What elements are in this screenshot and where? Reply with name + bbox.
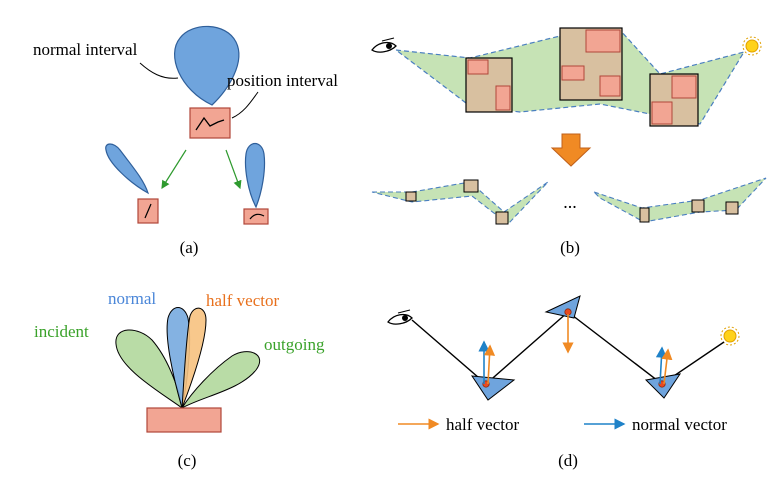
- caption-b: (b): [560, 238, 580, 257]
- label-incident: incident: [34, 322, 89, 341]
- split-bbox: [639, 207, 650, 223]
- incident-lobe: [115, 329, 183, 410]
- bbox-1: [465, 57, 513, 113]
- half-vector-lobe: [181, 307, 207, 409]
- split-bbox: [495, 211, 509, 225]
- outgoing-lobe: [180, 351, 261, 410]
- child-lobe-right: [244, 142, 266, 209]
- position-interval-curve: [195, 116, 225, 131]
- panel-b: ... (b): [371, 27, 767, 257]
- split-arrow-right: [225, 149, 242, 190]
- split-path-right: [593, 177, 767, 223]
- position-leader-line: [231, 91, 259, 119]
- down-arrow-icon: [550, 133, 592, 167]
- position-interval-rect: [189, 107, 231, 139]
- normal-interval-lobe: [174, 25, 240, 106]
- triangle-vertex-1: [471, 375, 516, 401]
- caption-d: (d): [558, 451, 578, 470]
- child-rect-right: [243, 208, 269, 225]
- legend-half-label: half vector: [446, 415, 519, 434]
- label-normal-interval: normal interval: [33, 40, 138, 59]
- child-curve-left: [144, 203, 152, 219]
- half-vector-arrow: [483, 344, 496, 385]
- eye-icon: [387, 309, 413, 325]
- split-arrow-left: [161, 149, 187, 190]
- ellipsis-text: ...: [563, 192, 577, 212]
- caption-c: (c): [178, 451, 197, 470]
- surface-rect: [146, 407, 222, 433]
- split-bbox: [725, 201, 739, 215]
- eye-icon: [371, 37, 397, 53]
- panel-c: normal half vector incident outgoing (c): [34, 289, 325, 470]
- legend-normal-label: normal vector: [632, 415, 727, 434]
- label-position-interval: position interval: [227, 71, 338, 90]
- bbox-3: [649, 73, 699, 127]
- child-curve-right: [249, 213, 265, 220]
- triangle-vertex-2: [544, 295, 581, 319]
- panel-d: half vector normal vector (d): [387, 295, 740, 470]
- split-bbox: [405, 191, 417, 202]
- normal-leader-line: [139, 62, 179, 79]
- label-half-vector: half vector: [206, 291, 279, 310]
- split-bbox: [691, 199, 705, 213]
- label-outgoing: outgoing: [264, 335, 325, 354]
- child-lobe-left: [105, 143, 150, 195]
- sun-icon: [720, 326, 740, 346]
- bbox-2: [559, 27, 623, 101]
- sun-icon: [742, 36, 762, 56]
- panel-a: normal interval position interval (a): [33, 25, 338, 257]
- label-normal: normal: [108, 289, 156, 308]
- split-path-left: [371, 181, 549, 225]
- half-vector-arrow: [661, 348, 673, 385]
- split-bbox: [463, 179, 479, 193]
- caption-a: (a): [180, 238, 199, 257]
